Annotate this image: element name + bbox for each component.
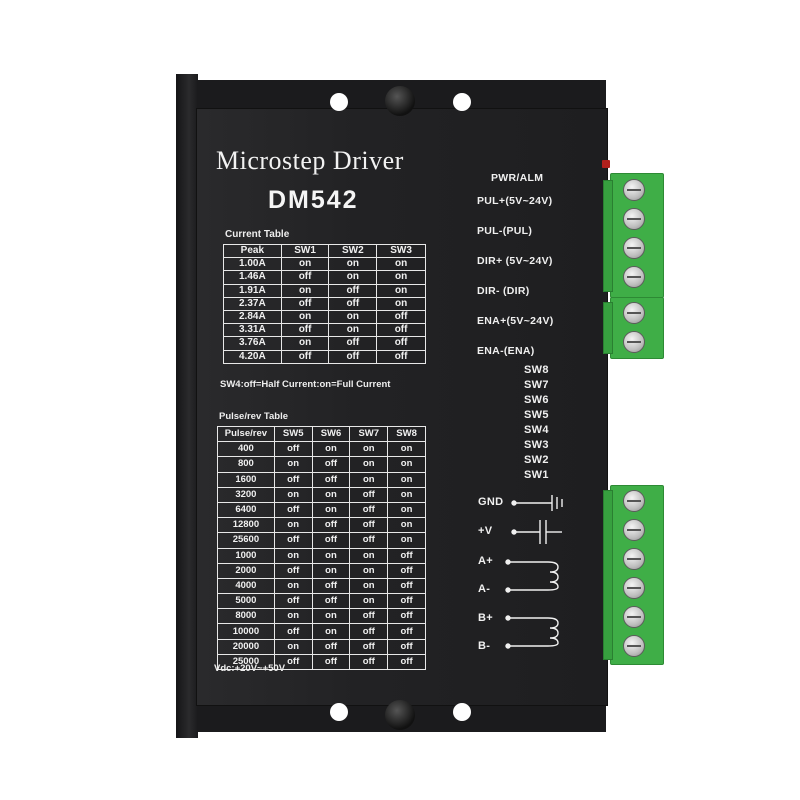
screw-head-top xyxy=(385,86,415,116)
terminal-screw-ena-plus[interactable] xyxy=(623,302,645,324)
terminal-screw-gnd[interactable] xyxy=(623,490,645,512)
current-switch-cell: on xyxy=(376,257,426,272)
sw7-label: SW7 xyxy=(524,379,549,391)
enable-plug-base xyxy=(603,302,613,354)
sw2-label: SW2 xyxy=(524,454,549,466)
pulse-switch-cell: off xyxy=(387,623,426,640)
terminal-screw-pul-minus[interactable] xyxy=(623,208,645,230)
a-minus-label: A- xyxy=(478,583,491,595)
sw4-label: SW4 xyxy=(524,424,549,436)
terminal-screw-a-plus[interactable] xyxy=(623,548,645,570)
b-plus-label: B+ xyxy=(478,612,493,624)
screw-head-bottom xyxy=(385,700,415,730)
pulse-switch-cell: off xyxy=(273,593,313,610)
terminal-screw-dir-plus[interactable] xyxy=(623,237,645,259)
a-plus-label: A+ xyxy=(478,555,493,567)
sw6-label: SW6 xyxy=(524,394,549,406)
pulse-switch-cell: off xyxy=(273,562,313,579)
pulse-table-caption: Pulse/rev Table xyxy=(219,411,288,422)
side-mounting-plate xyxy=(176,74,198,738)
pul-minus-label: PUL-(PUL) xyxy=(477,225,533,237)
sw1-label: SW1 xyxy=(524,469,549,481)
terminal-screw-pul-plus[interactable] xyxy=(623,179,645,201)
current-switch-cell: off xyxy=(376,349,426,364)
pwr-alm-label: PWR/ALM xyxy=(491,172,544,184)
power-plug-base xyxy=(603,490,613,660)
signal-plug-base xyxy=(603,180,613,292)
gnd-symbol xyxy=(511,495,563,511)
pulse-switch-cell: off xyxy=(387,608,426,625)
mounting-hole-top-left xyxy=(330,93,348,111)
device-title: Microstep Driver xyxy=(216,146,404,175)
terminal-screw-dir-minus[interactable] xyxy=(623,266,645,288)
coil-b-symbol xyxy=(505,615,559,649)
terminal-screw-b-minus[interactable] xyxy=(623,635,645,657)
dir-minus-label: DIR- (DIR) xyxy=(477,285,530,297)
ena-plus-label: ENA+(5V~24V) xyxy=(477,315,554,327)
ena-minus-label: ENA-(ENA) xyxy=(477,345,535,357)
sw5-label: SW5 xyxy=(524,409,549,421)
mounting-hole-bottom-left xyxy=(330,703,348,721)
vplus-capacitor-symbol xyxy=(511,520,562,544)
current-peak-cell: 4.20A xyxy=(223,349,282,364)
pulse-rev-cell: 25000 xyxy=(217,653,275,671)
vplus-label: +V xyxy=(478,525,493,537)
coil-a-symbol xyxy=(505,559,559,593)
terminal-screw-ena-minus[interactable] xyxy=(623,331,645,353)
supply-voltage-label: Vdc:+20V~+50V xyxy=(214,663,286,674)
terminal-screw-a-minus[interactable] xyxy=(623,577,645,599)
mounting-hole-bottom-right xyxy=(453,703,471,721)
pulse-switch-cell: off xyxy=(311,653,351,671)
pulse-switch-cell: off xyxy=(387,653,426,671)
b-minus-label: B- xyxy=(478,640,491,652)
current-table-caption: Current Table xyxy=(225,229,290,240)
gnd-label: GND xyxy=(478,496,504,508)
terminal-screw-vplus[interactable] xyxy=(623,519,645,541)
pulse-switch-cell: off xyxy=(273,653,313,671)
pulse-switch-cell: on xyxy=(311,441,351,458)
sw8-label: SW8 xyxy=(524,364,549,376)
sw3-label: SW3 xyxy=(524,439,549,451)
pul-plus-label: PUL+(5V~24V) xyxy=(477,195,553,207)
half-current-note: SW4:off=Half Current:on=Full Current xyxy=(220,379,391,390)
current-switch-cell: off xyxy=(280,296,330,311)
model-number: DM542 xyxy=(268,186,359,214)
dir-plus-label: DIR+ (5V~24V) xyxy=(477,255,553,267)
mounting-hole-top-right xyxy=(453,93,471,111)
terminal-screw-b-plus[interactable] xyxy=(623,606,645,628)
current-switch-cell: on xyxy=(280,309,330,325)
pulse-rev-cell: 4000 xyxy=(217,577,275,595)
pwr-alm-led xyxy=(602,160,610,168)
current-switch-cell: off xyxy=(280,349,330,364)
